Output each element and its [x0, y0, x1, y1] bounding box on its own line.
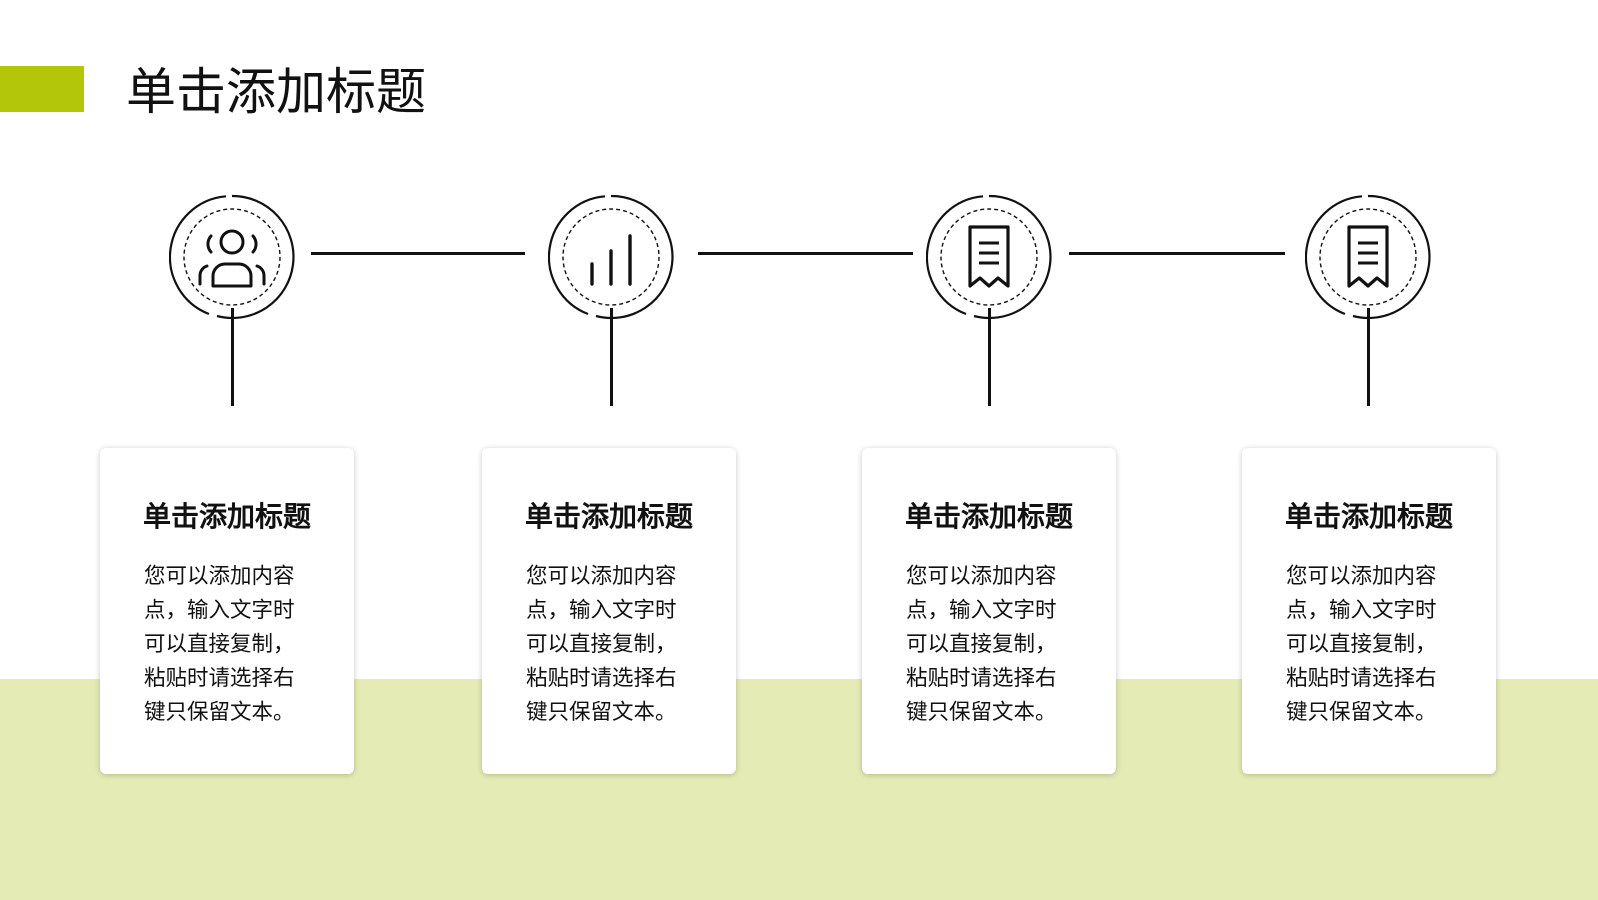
card-title[interactable]: 单击添加标题	[904, 500, 1073, 533]
card-body-text[interactable]: 您可以添加内容 点，输入文字时 可以直接复制， 粘贴时请选择右 键只保留文本。	[526, 564, 677, 725]
receipt-icon	[1305, 194, 1431, 320]
timeline-connector-1	[311, 252, 525, 255]
title-accent-bar	[0, 66, 84, 112]
timeline-connector-2	[698, 252, 913, 255]
step-card-4: 单击添加标题 您可以添加内容 点，输入文字时 可以直接复制， 粘贴时请选择右 键…	[1242, 448, 1496, 774]
step-card-2: 单击添加标题 您可以添加内容 点，输入文字时 可以直接复制， 粘贴时请选择右 键…	[482, 448, 736, 774]
timeline-node-4	[1305, 194, 1431, 320]
timeline-connector-3	[1069, 252, 1285, 255]
timeline-node-3	[926, 194, 1052, 320]
card-title[interactable]: 单击添加标题	[1284, 500, 1453, 533]
timeline-stem-4	[1367, 308, 1370, 406]
card-body-text[interactable]: 您可以添加内容 点，输入文字时 可以直接复制， 粘贴时请选择右 键只保留文本。	[906, 564, 1057, 725]
step-card-1: 单击添加标题 您可以添加内容 点，输入文字时 可以直接复制， 粘贴时请选择右 键…	[100, 448, 354, 774]
timeline-stem-2	[610, 308, 613, 406]
timeline-stem-3	[988, 308, 991, 406]
step-card-3: 单击添加标题 您可以添加内容 点，输入文字时 可以直接复制， 粘贴时请选择右 键…	[862, 448, 1116, 774]
card-body-text[interactable]: 您可以添加内容 点，输入文字时 可以直接复制， 粘贴时请选择右 键只保留文本。	[1286, 564, 1437, 725]
card-title[interactable]: 单击添加标题	[524, 500, 693, 533]
user-group-icon	[169, 194, 295, 320]
card-title[interactable]: 单击添加标题	[142, 500, 311, 533]
timeline-stem-1	[231, 308, 234, 406]
timeline-node-1	[169, 194, 295, 320]
bar-chart-icon	[548, 194, 674, 320]
receipt-icon	[926, 194, 1052, 320]
card-body-text[interactable]: 您可以添加内容 点，输入文字时 可以直接复制， 粘贴时请选择右 键只保留文本。	[144, 564, 295, 725]
timeline-node-2	[548, 194, 674, 320]
page-title[interactable]: 单击添加标题	[126, 63, 426, 121]
